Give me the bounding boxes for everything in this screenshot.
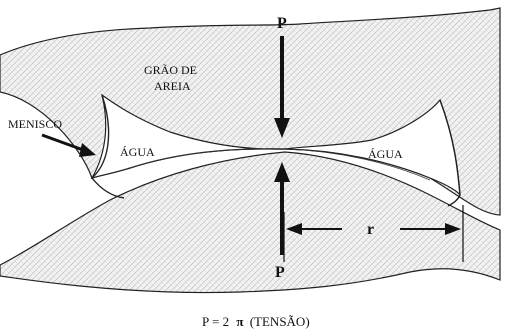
equation-caption: P = 2 π (TENSÃO): [202, 314, 310, 329]
force-arrowhead-top: [274, 118, 290, 138]
radius-arrowhead-right: [445, 223, 461, 235]
meniscus-pointer: [41, 133, 87, 153]
caption-prefix: P = 2: [202, 314, 229, 329]
grain-label-line-1: GRÃO DE: [144, 63, 197, 77]
meniscus-pointer-head: [79, 143, 96, 157]
radius-arrowhead-left: [286, 223, 302, 235]
meniscus-label: MENISCO: [8, 117, 62, 131]
water-label-right: ÁGUA: [368, 147, 403, 161]
caption-pi-symbol: π: [236, 314, 243, 329]
force-label-top: P: [277, 15, 287, 32]
lower-sand-grain: [0, 151, 501, 294]
force-label-bottom: P: [275, 264, 285, 281]
water-label-left: ÁGUA: [120, 145, 155, 159]
radius-label: r: [367, 221, 374, 238]
grain-label-line-2: AREIA: [154, 79, 191, 93]
right-meniscus-curve: [439, 99, 461, 207]
left-meniscus-curve: [91, 94, 125, 199]
caption-suffix: (TENSÃO): [250, 314, 310, 329]
force-arrowhead-bottom: [274, 162, 290, 182]
grain-contact-line: [129, 148, 431, 181]
